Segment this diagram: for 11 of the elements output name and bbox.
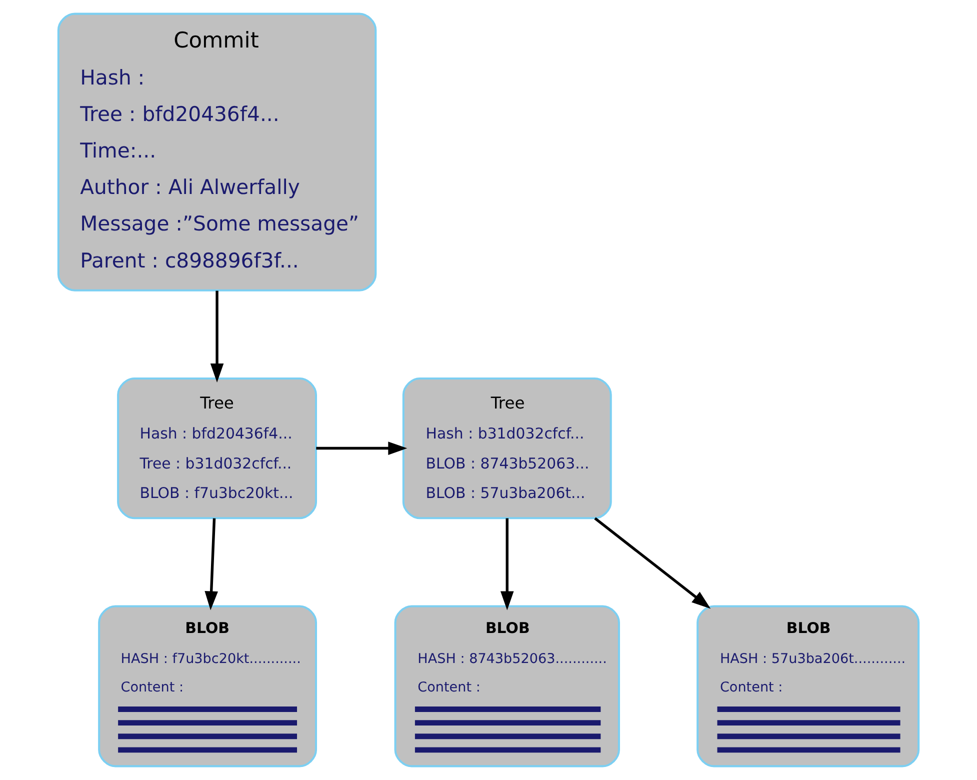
node-box: Tree Hash : b31d032cfcf... BLOB : 8743b52063... BLOB : 57u3ba206t... <box>402 377 612 520</box>
node-box: BLOB HASH : 57u3ba206t............ Content : <box>696 605 920 768</box>
arrow <box>316 442 408 455</box>
node-box: Tree Hash : bfd20436f4... Tree : b31d032cfcf... BLOB : f7u3bc20kt... <box>117 377 318 520</box>
arrow <box>594 517 711 609</box>
arrow <box>210 290 224 383</box>
node-box: Commit Hash : Tree : bfd20436f4... Time:... Author : Ali Alwerfally Message :”Some message” Parent : c898896f3f... <box>57 12 377 292</box>
arrow <box>500 518 514 610</box>
node-box: BLOB HASH : f7u3bc20kt............ Content : <box>98 605 318 768</box>
arrow <box>204 518 218 610</box>
node-box: BLOB HASH : 8743b52063............ Content : <box>394 605 620 768</box>
